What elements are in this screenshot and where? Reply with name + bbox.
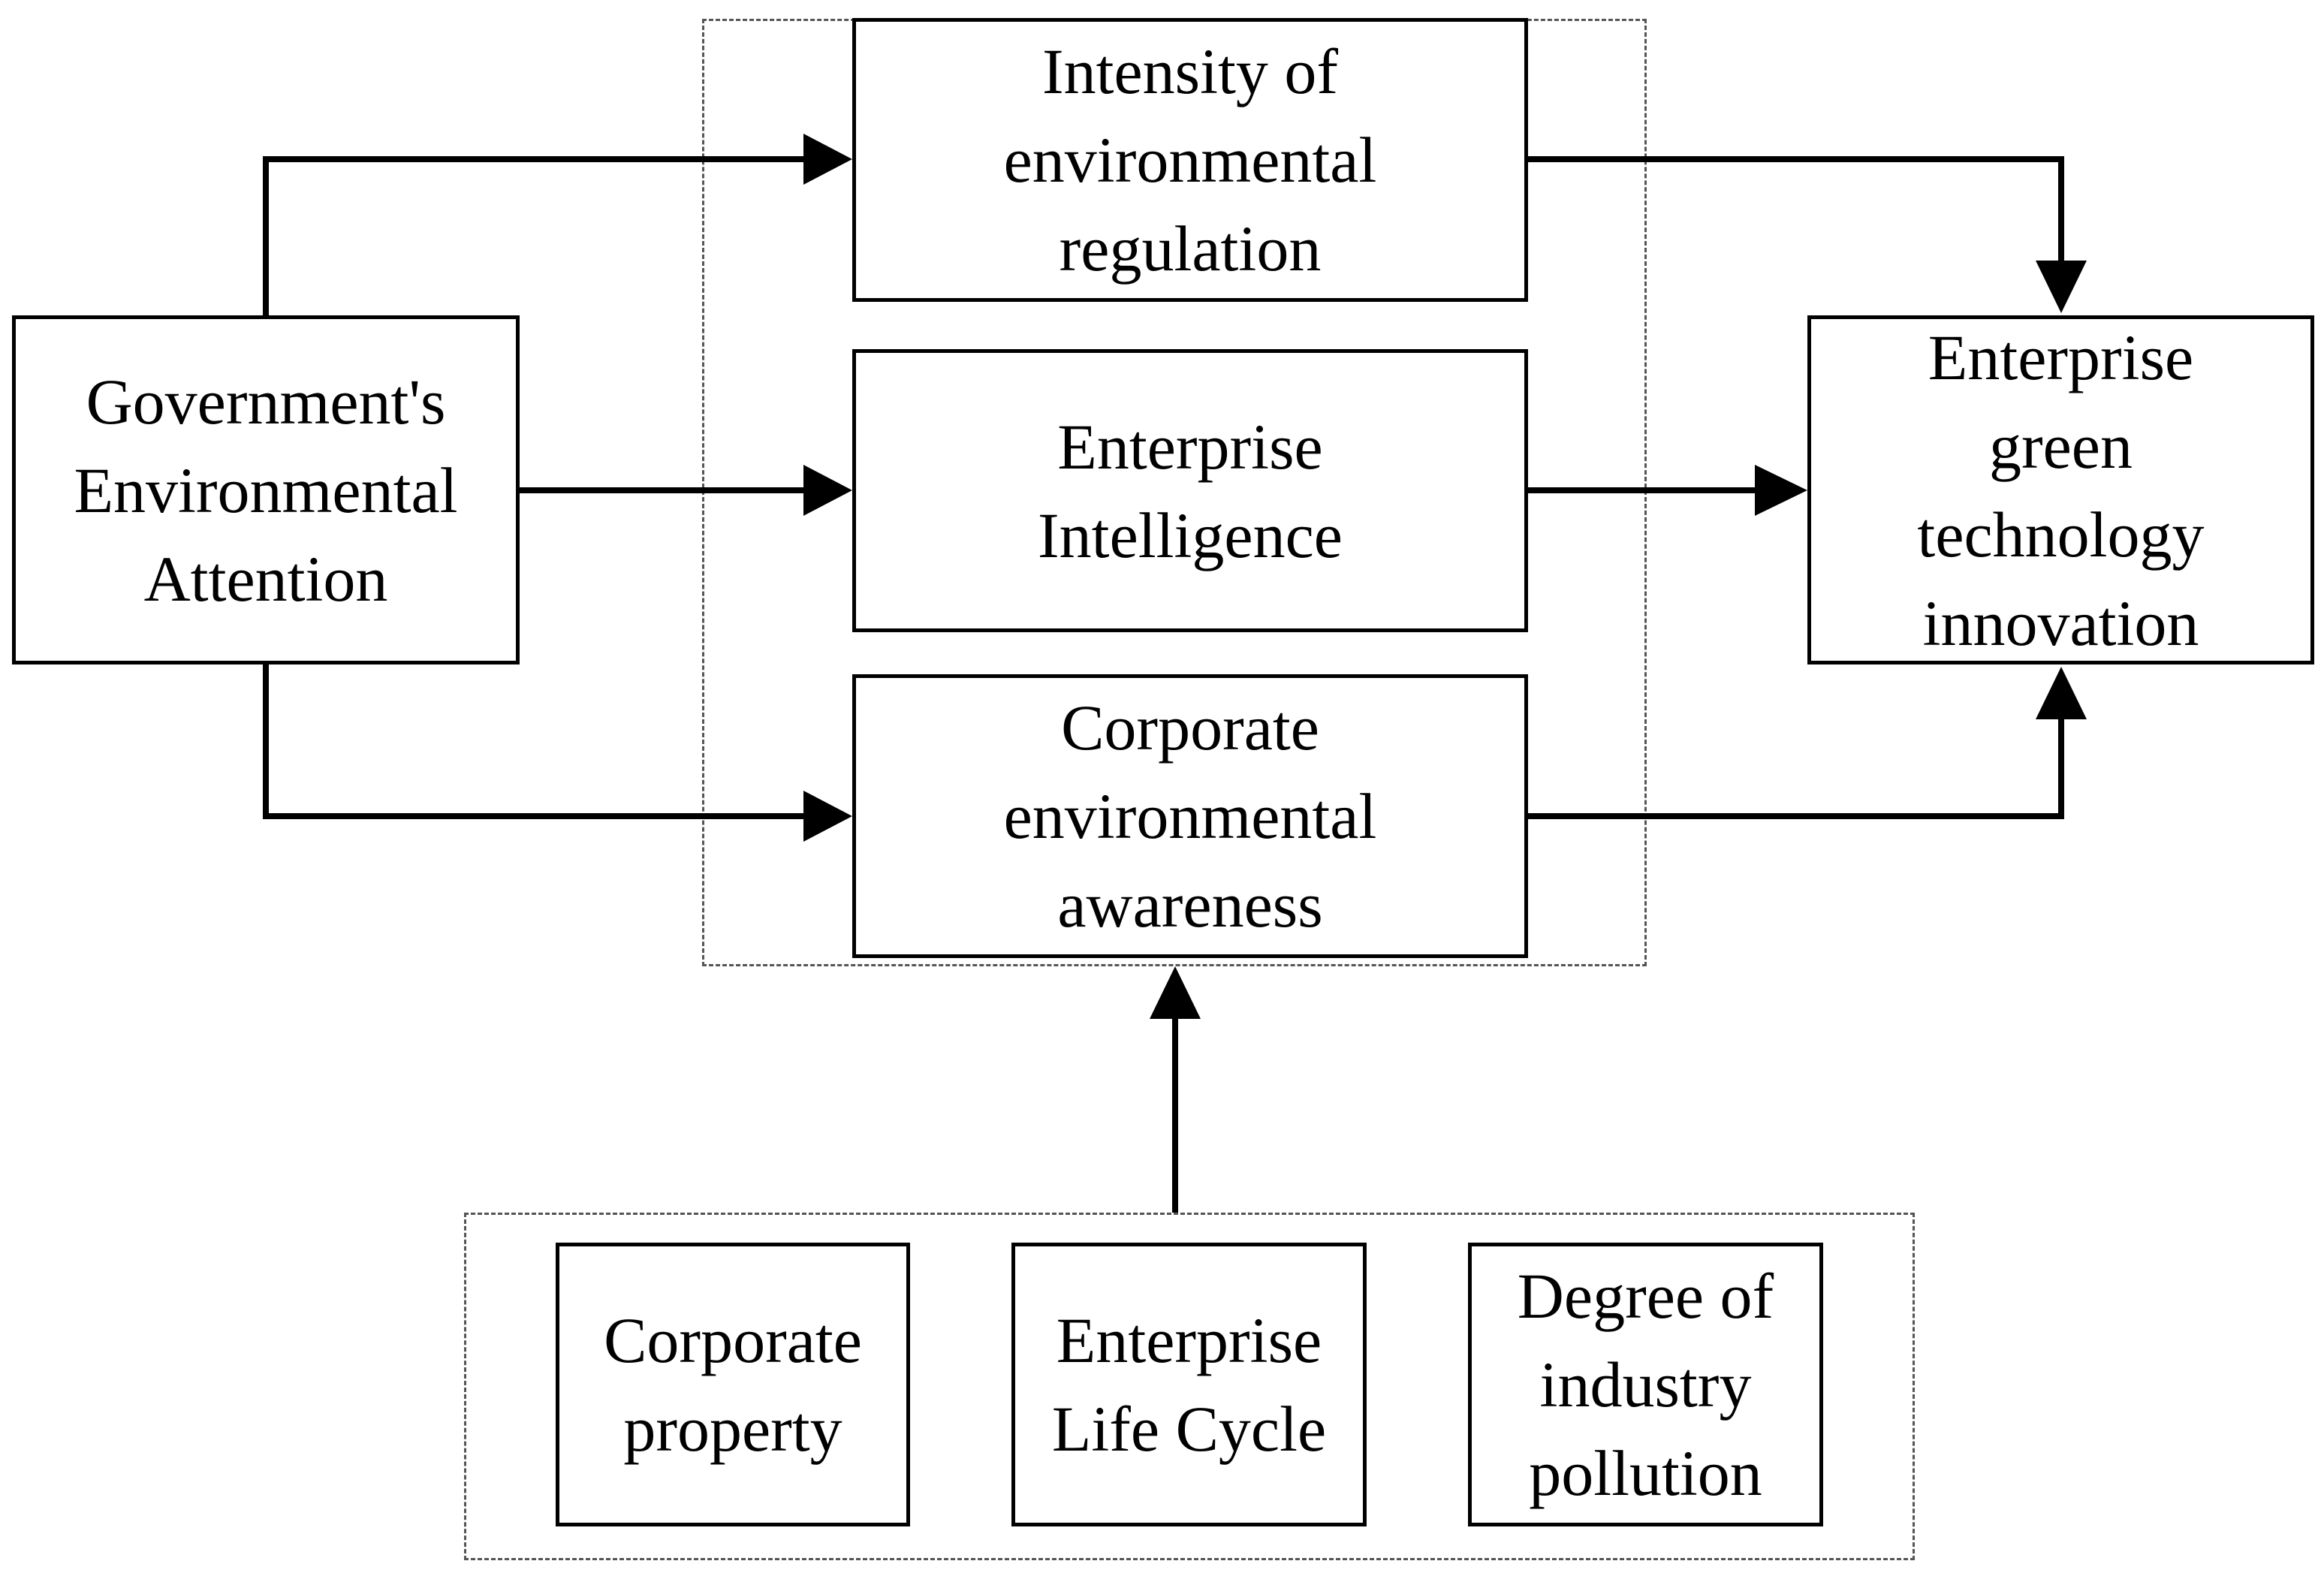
arrow-awareness-to-innovation (1528, 717, 2064, 819)
node-corporate-property: Corporate property (556, 1243, 910, 1526)
node-corporate-environmental-awareness: Corporate environmental awareness (852, 674, 1528, 958)
pollution-line-2: industry (1539, 1349, 1752, 1421)
heterogeneity-group (464, 1213, 1915, 1560)
node-enterprise-life-cycle: Enterprise Life Cycle (1011, 1243, 1367, 1526)
innovation-line-3: technology (1917, 498, 2205, 571)
pollution-line-3: pollution (1529, 1437, 1762, 1509)
awareness-line-1: Corporate (1061, 692, 1319, 764)
innovation-line-1: Enterprise (1928, 321, 2194, 393)
property-line-2: property (623, 1393, 842, 1465)
gov-line-3: Attention (143, 542, 388, 615)
arrowhead-awareness (803, 791, 852, 842)
property-line-1: Corporate (604, 1304, 862, 1376)
intensity-line-1: Intensity of (1041, 35, 1339, 107)
intelligence-line-1: Enterprise (1057, 410, 1323, 483)
intensity-line-2: environmental (1003, 124, 1377, 196)
arrowhead-innovation-bottom (2036, 667, 2087, 719)
node-enterprise-intelligence: Enterprise Intelligence (852, 349, 1528, 632)
lifecycle-line-1: Enterprise (1056, 1304, 1322, 1376)
node-government-environmental-attention: Government's Environmental Attention (12, 315, 520, 664)
arrowhead-innovation-top (2036, 261, 2087, 313)
awareness-line-2: environmental (1003, 780, 1377, 852)
node-degree-of-industry-pollution: Degree of industry pollution (1468, 1243, 1823, 1526)
innovation-line-4: innovation (1922, 586, 2199, 659)
arrowhead-intensity (803, 134, 852, 185)
innovation-line-2: green (1989, 409, 2133, 482)
intensity-line-3: regulation (1059, 212, 1322, 285)
intelligence-line-2: Intelligence (1038, 499, 1343, 571)
gov-line-2: Environmental (74, 454, 458, 526)
gov-line-1: Government's (86, 365, 446, 438)
arrow-gov-to-awareness (263, 664, 807, 819)
pollution-line-1: Degree of (1517, 1260, 1774, 1332)
node-intensity-environmental-regulation: Intensity of environmental regulation (852, 18, 1528, 302)
node-enterprise-green-technology-innovation: Enterprise green technology innovation (1807, 315, 2314, 664)
awareness-line-3: awareness (1057, 869, 1323, 941)
arrowhead-mediators (1150, 966, 1201, 1019)
arrowhead-intelligence (803, 465, 852, 516)
arrow-gov-to-intensity (263, 156, 807, 317)
lifecycle-line-2: Life Cycle (1051, 1393, 1327, 1465)
arrowhead-innovation-mid (1755, 465, 1807, 516)
arrow-intensity-to-innovation (1528, 156, 2064, 264)
